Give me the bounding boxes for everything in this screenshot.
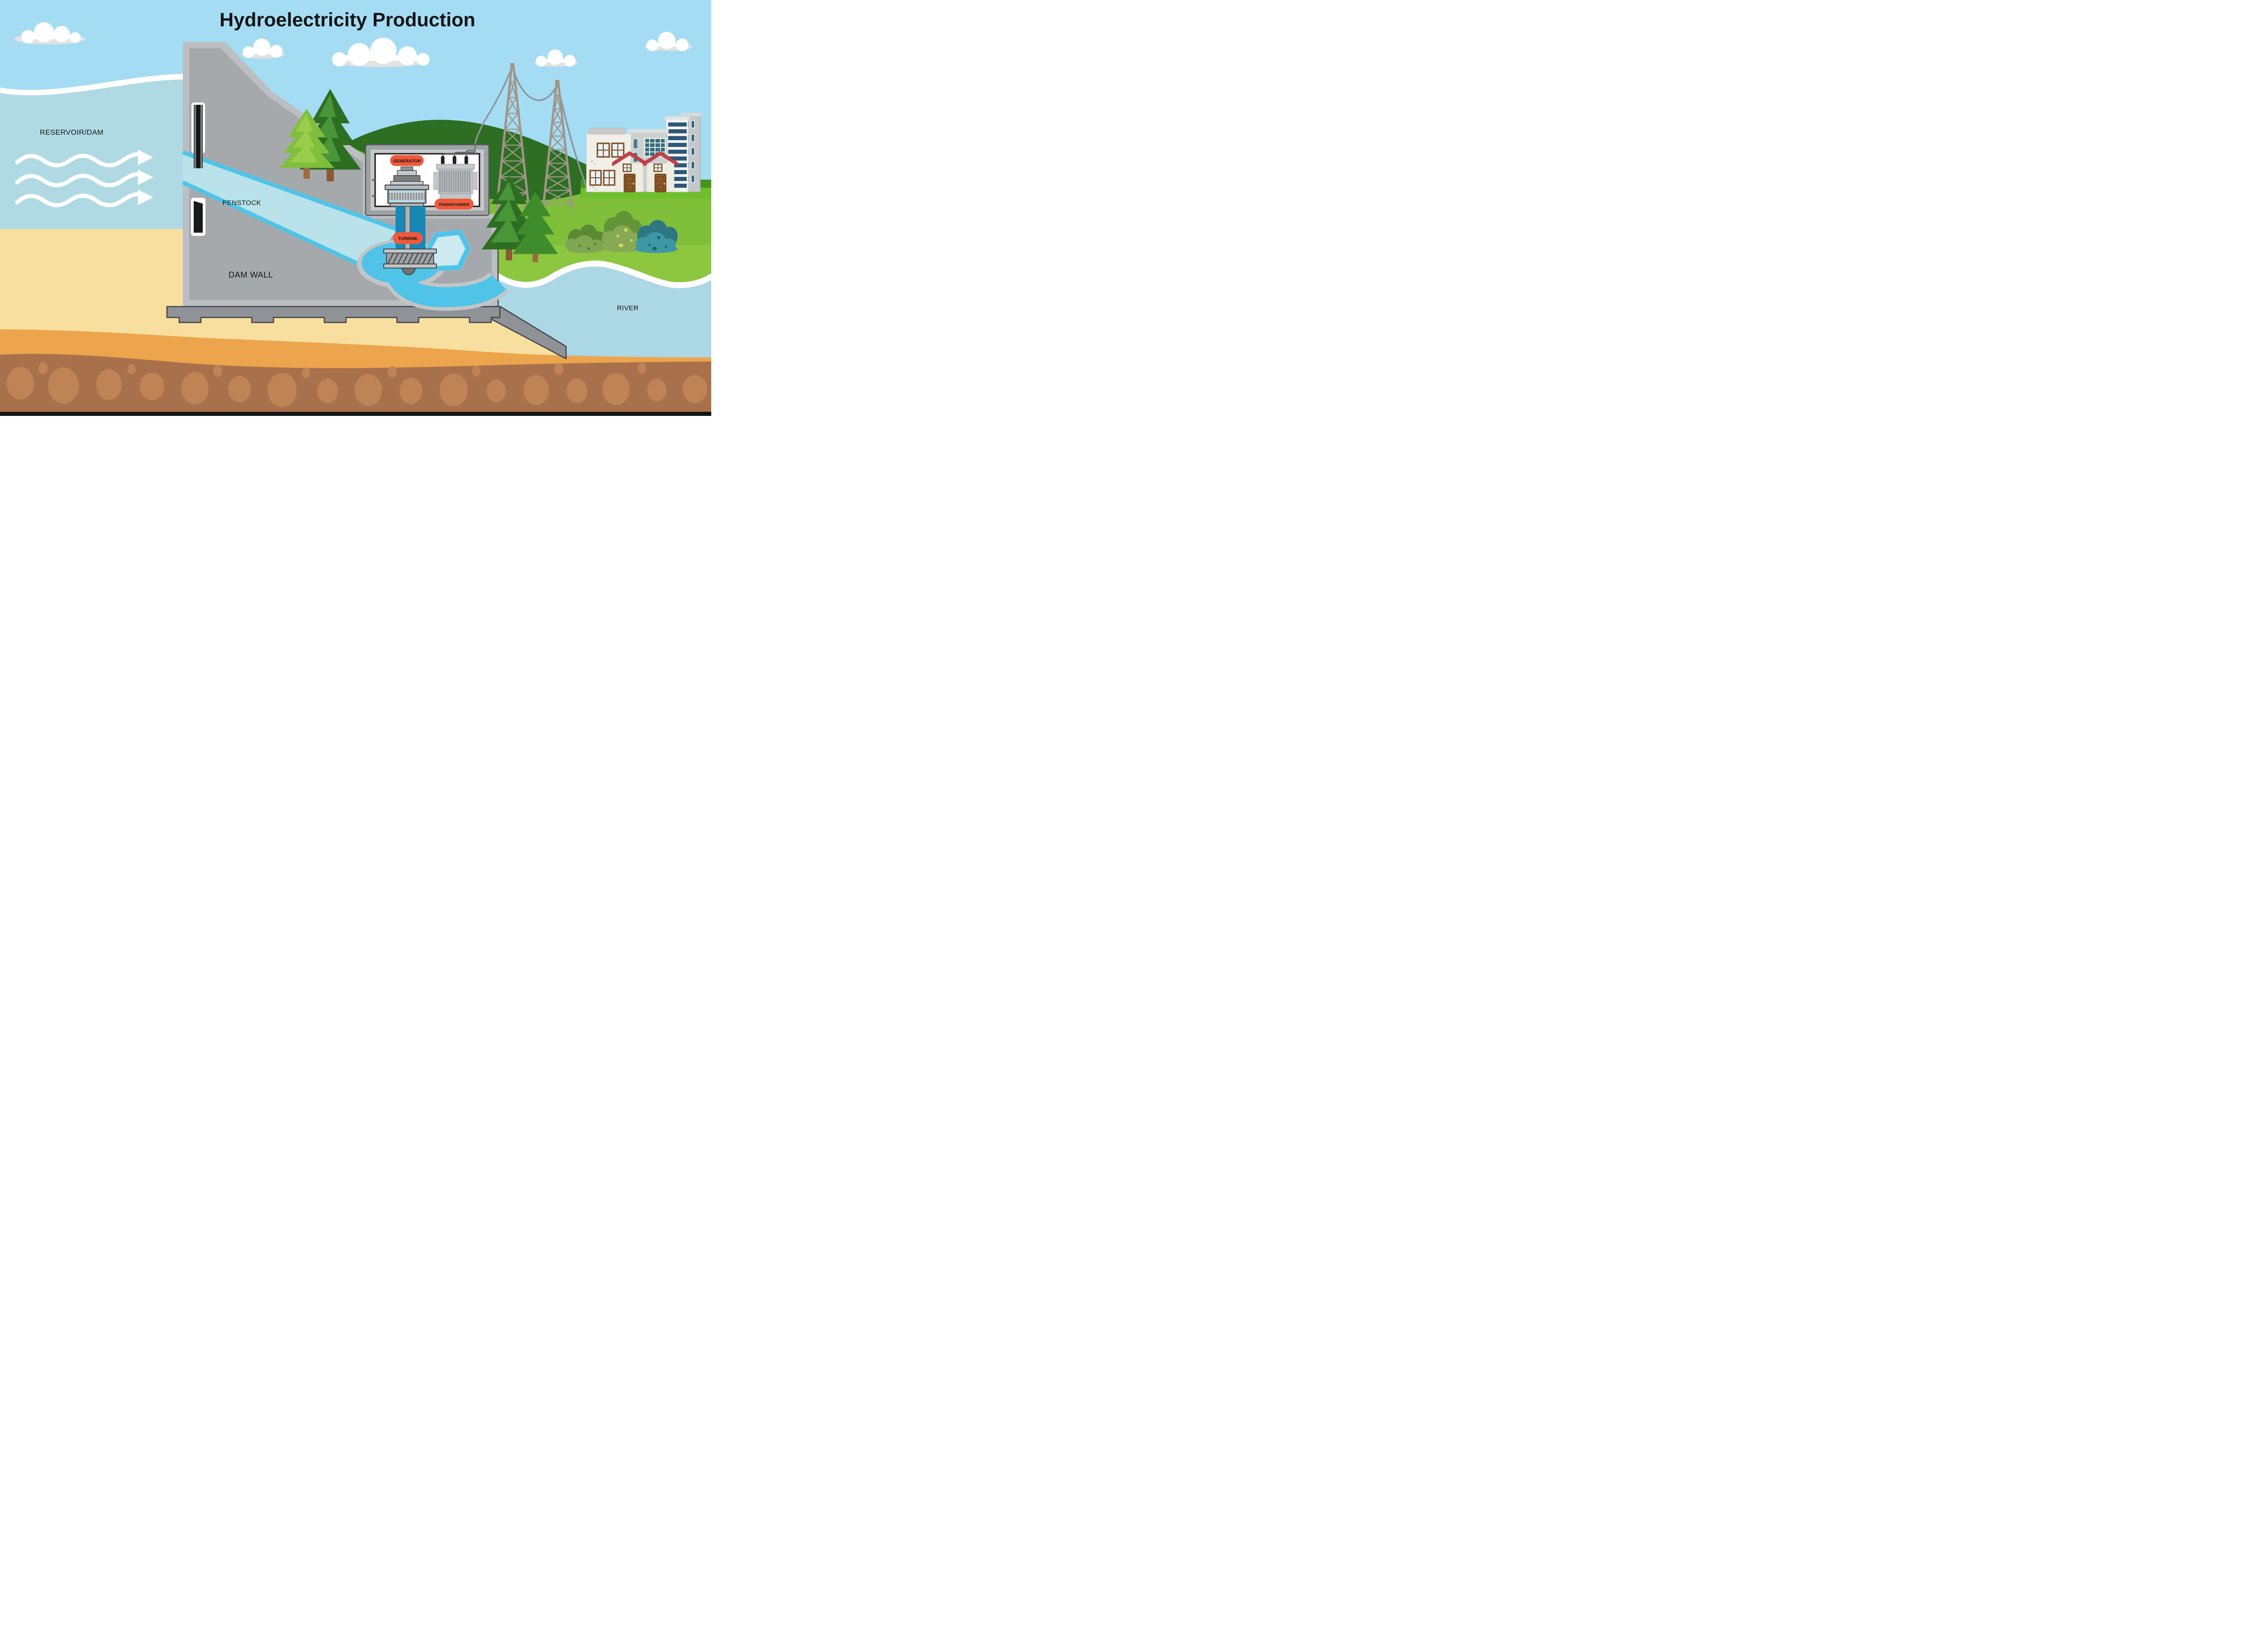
foundation-slab [166, 306, 501, 323]
cable-powerhouse-to-pylon [474, 67, 513, 145]
roof [643, 151, 678, 166]
turbine: TURBINE [383, 232, 437, 275]
turbine-label-pill: TURBINE [393, 232, 423, 244]
penstock: PENSTOCK [182, 150, 398, 271]
clouds [15, 22, 692, 67]
door [624, 174, 635, 192]
flow-arrow-icon [15, 152, 142, 167]
bush-olive-small [565, 225, 606, 253]
bushes [565, 211, 678, 253]
reservoir-water [0, 79, 186, 229]
river-label: RIVER [617, 304, 639, 312]
reservoir-label: RESERVOIR/DAM [40, 129, 103, 137]
dam-foundation [166, 306, 567, 360]
sand-light [0, 229, 711, 368]
bush-teal [635, 220, 678, 253]
penstock-label: PENSTOCK [222, 199, 261, 207]
bushing-icon [453, 156, 456, 164]
pine-tree-medium [513, 192, 558, 262]
river-bank [492, 245, 711, 284]
ground-layers [0, 229, 711, 416]
turbine-top-plate [383, 249, 437, 254]
rocks [7, 362, 707, 407]
page-title: Hydroelectricity Production [220, 9, 475, 31]
bolt-icon [371, 195, 374, 197]
powerhouse: GENERATOR TRANSFORMER [365, 143, 490, 216]
transformer-cables [442, 143, 476, 158]
bush-olive-tall [602, 211, 643, 252]
flow-arrowheads [138, 150, 153, 205]
flow-arrow-icon [15, 172, 142, 187]
cloud-icon [534, 49, 578, 67]
generator-label: GENERATOR [393, 159, 421, 164]
shoreline-wave [489, 260, 711, 288]
house-1 [612, 151, 647, 192]
bottom-strip [0, 412, 711, 416]
pine-tree-light [279, 109, 334, 179]
transformer-label: TRANSFORMER [439, 202, 469, 207]
door-knob [633, 183, 635, 185]
turbine-blades [387, 253, 434, 264]
pine-trees-right [482, 176, 558, 262]
transmission-tower-2 [542, 80, 574, 210]
cloud-icon [15, 22, 85, 44]
reservoir: RESERVOIR/DAM [0, 74, 190, 229]
transformer [433, 156, 478, 206]
bushing-icon [464, 156, 468, 164]
turbine-label: TURBINE [398, 236, 418, 241]
penstock-top-edge [182, 150, 398, 232]
house-2 [643, 151, 678, 192]
generator-label-pill: GENERATOR [390, 155, 424, 166]
town [586, 113, 702, 192]
intake-gates [191, 102, 205, 236]
cable-pylon-to-pylon [512, 67, 558, 101]
cloud-icon [645, 32, 692, 51]
bushing-icon [441, 156, 445, 164]
cloud-icon [332, 38, 430, 67]
water-surface-wave [0, 74, 190, 96]
bolt-icon [371, 179, 374, 181]
hydroelectricity-diagram: RESERVOIR/DAM DAM WALL PENSTOCK [0, 0, 711, 416]
door [655, 174, 666, 192]
flow-arrows [15, 152, 142, 207]
turbine-bottom-plate [383, 264, 437, 268]
pine-trees-left [279, 89, 361, 181]
dam-wall-label: DAM WALL [229, 270, 273, 279]
penstock-water [183, 152, 397, 268]
door-knob [664, 183, 665, 185]
penstock-bottom-edge [182, 180, 369, 271]
draft-tube-water [386, 269, 506, 307]
transformer-label-pill: TRANSFORMER [435, 199, 474, 210]
diagram-canvas: RESERVOIR/DAM DAM WALL PENSTOCK [0, 0, 711, 416]
flow-arrow-icon [15, 192, 142, 207]
turbine-cone [401, 268, 416, 275]
cloud-icon [241, 39, 285, 59]
gate-lower [194, 201, 203, 233]
